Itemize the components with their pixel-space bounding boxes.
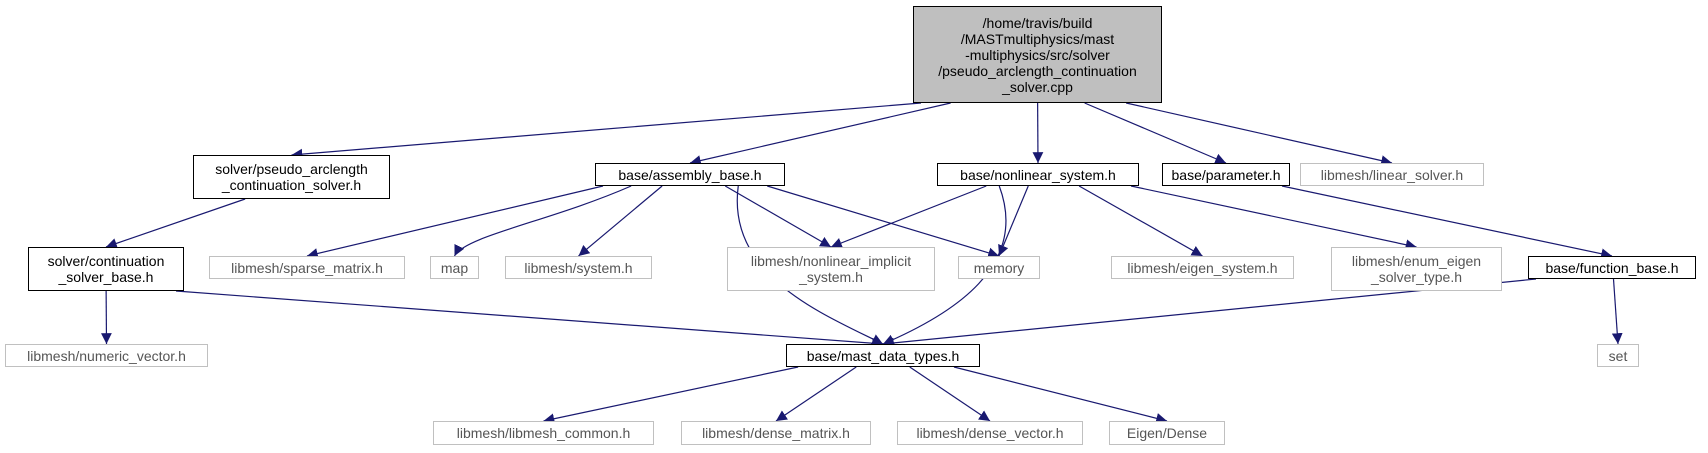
- node-nonlinear-system[interactable]: base/nonlinear_system.h: [937, 163, 1139, 186]
- edge-assembly-to-map: [453, 185, 632, 257]
- node-label: base/function_base.h: [1545, 259, 1679, 276]
- node-label: libmesh/eigen_system.h: [1127, 259, 1278, 276]
- node-label: /home/travis/build /MASTmultiphysics/mas…: [938, 14, 1137, 95]
- edge-nonlinear_sys-to-eigen_sys: [1078, 185, 1203, 257]
- node-enum-eigen[interactable]: libmesh/enum_eigen _solver_type.h: [1331, 247, 1502, 291]
- edge-root-to-solver_pseudo: [291, 102, 922, 160]
- node-label: base/parameter.h: [1171, 166, 1281, 183]
- edge-root-to-assembly: [689, 102, 951, 166]
- edge-mast_types-to-dense_matrix: [775, 366, 857, 422]
- node-label: libmesh/libmesh_common.h: [456, 425, 631, 441]
- edge-root-to-parameter: [1084, 102, 1227, 164]
- node-label: solver/pseudo_arclength _continuation_so…: [215, 161, 368, 193]
- node-sparse-matrix[interactable]: libmesh/sparse_matrix.h: [209, 256, 405, 279]
- node-label: libmesh/dense_matrix.h: [702, 425, 850, 441]
- node-label: libmesh/linear_solver.h: [1320, 166, 1464, 183]
- node-eigen-dense[interactable]: Eigen/Dense: [1109, 421, 1225, 445]
- edge-assembly-to-system: [578, 185, 663, 257]
- node-label: base/assembly_base.h: [618, 166, 762, 183]
- node-label: base/mast_data_types.h: [806, 347, 960, 364]
- edge-assembly-to-nl_implicit: [724, 185, 832, 248]
- edge-nonlinear_sys-to-enum_eigen: [1130, 185, 1417, 251]
- node-set[interactable]: set: [1597, 344, 1639, 367]
- node-solver-pseudo[interactable]: solver/pseudo_arclength _continuation_so…: [193, 155, 390, 199]
- node-memory[interactable]: memory: [958, 256, 1040, 279]
- node-label: libmesh/numeric_vector.h: [27, 347, 186, 364]
- node-label: libmesh/system.h: [524, 259, 633, 276]
- edge-parameter-to-function_base: [1281, 185, 1613, 260]
- node-root[interactable]: /home/travis/build /MASTmultiphysics/mas…: [913, 6, 1162, 103]
- node-linear-solver[interactable]: libmesh/linear_solver.h: [1300, 163, 1484, 186]
- edge-solver_pseudo-to-cont_base: [105, 198, 246, 249]
- node-parameter[interactable]: base/parameter.h: [1162, 163, 1290, 186]
- edge-cont_base-to-mast_types: [175, 290, 884, 349]
- node-dense-vector[interactable]: libmesh/dense_vector.h: [897, 421, 1083, 445]
- node-map[interactable]: map: [430, 256, 479, 279]
- node-nonlinear-implicit[interactable]: libmesh/nonlinear_implicit _system.h: [727, 247, 935, 291]
- node-label: base/nonlinear_system.h: [960, 166, 1116, 183]
- node-label: Eigen/Dense: [1126, 425, 1208, 441]
- node-mast-data-types[interactable]: base/mast_data_types.h: [786, 344, 980, 367]
- node-label: set: [1608, 347, 1628, 364]
- edge-nonlinear_sys-to-mast_types: [882, 185, 1007, 345]
- edge-mast_types-to-dense_vector: [909, 366, 991, 422]
- node-label: libmesh/dense_vector.h: [916, 425, 1064, 441]
- node-dense-matrix[interactable]: libmesh/dense_matrix.h: [681, 421, 871, 445]
- edge-mast_types-to-libmesh_common: [543, 366, 799, 425]
- edge-root-to-linear_solver: [1125, 102, 1393, 166]
- node-system[interactable]: libmesh/system.h: [505, 256, 652, 279]
- node-label: libmesh/sparse_matrix.h: [231, 259, 383, 276]
- node-function-base[interactable]: base/function_base.h: [1528, 256, 1696, 279]
- node-label: libmesh/nonlinear_implicit _system.h: [750, 253, 912, 285]
- node-continuation-solver-base[interactable]: solver/continuation _solver_base.h: [28, 247, 184, 291]
- node-label: libmesh/enum_eigen _solver_type.h: [1351, 253, 1482, 285]
- node-eigen-system[interactable]: libmesh/eigen_system.h: [1111, 256, 1294, 279]
- node-label: map: [440, 259, 469, 276]
- edge-mast_types-to-eigen_dense: [953, 366, 1168, 424]
- node-libmesh-common[interactable]: libmesh/libmesh_common.h: [433, 421, 654, 445]
- node-numeric-vector[interactable]: libmesh/numeric_vector.h: [5, 344, 208, 367]
- edge-nonlinear_sys-to-memory: [998, 185, 1029, 257]
- node-label: solver/continuation _solver_base.h: [47, 253, 165, 285]
- edge-assembly-to-sparse: [306, 185, 604, 259]
- node-label: memory: [973, 259, 1025, 276]
- edge-function_base-to-set: [1611, 278, 1623, 345]
- node-assembly[interactable]: base/assembly_base.h: [595, 163, 785, 186]
- edge-nonlinear_sys-to-nl_implicit: [830, 185, 987, 249]
- edge-assembly-to-memory: [767, 185, 1000, 259]
